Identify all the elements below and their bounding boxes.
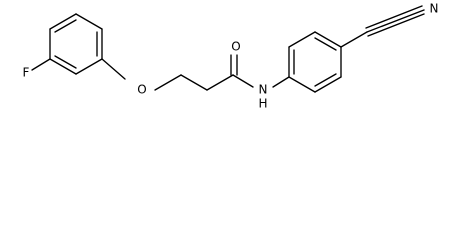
nitrogen-aryl-bond [272, 76, 290, 88]
oxygen-methylene-bond [154, 74, 182, 91]
cyanophenyl-ring [288, 31, 342, 93]
aryl-oxygen-bond [101, 58, 126, 80]
methylene-carbonyl-bond [206, 74, 234, 91]
ethylene-bond [180, 74, 208, 91]
nitrile-nitrogen-atom-label: N [430, 2, 439, 16]
nitrile-triple-bond-c [367, 13, 425, 37]
ether-oxygen-atom-label: O [137, 83, 146, 97]
nitrile-triple-bond-b [365, 5, 423, 29]
amide-hydrogen-atom-label: H [258, 97, 267, 111]
fluorine-atom-label: F [23, 66, 30, 80]
aryl-nitrile-bond [340, 31, 368, 48]
chemical-structure: F O O N H N [23, 2, 439, 111]
carbonyl-oxygen-atom-label: O [231, 40, 240, 54]
carbon-fluorine-bond [31, 58, 51, 71]
nitrile-triple-bond-a [366, 9, 425, 33]
carbonyl-nitrogen-bond [232, 74, 254, 88]
fluorophenyl-ring [49, 13, 103, 75]
amide-nitrogen-atom-label: N [259, 83, 268, 97]
